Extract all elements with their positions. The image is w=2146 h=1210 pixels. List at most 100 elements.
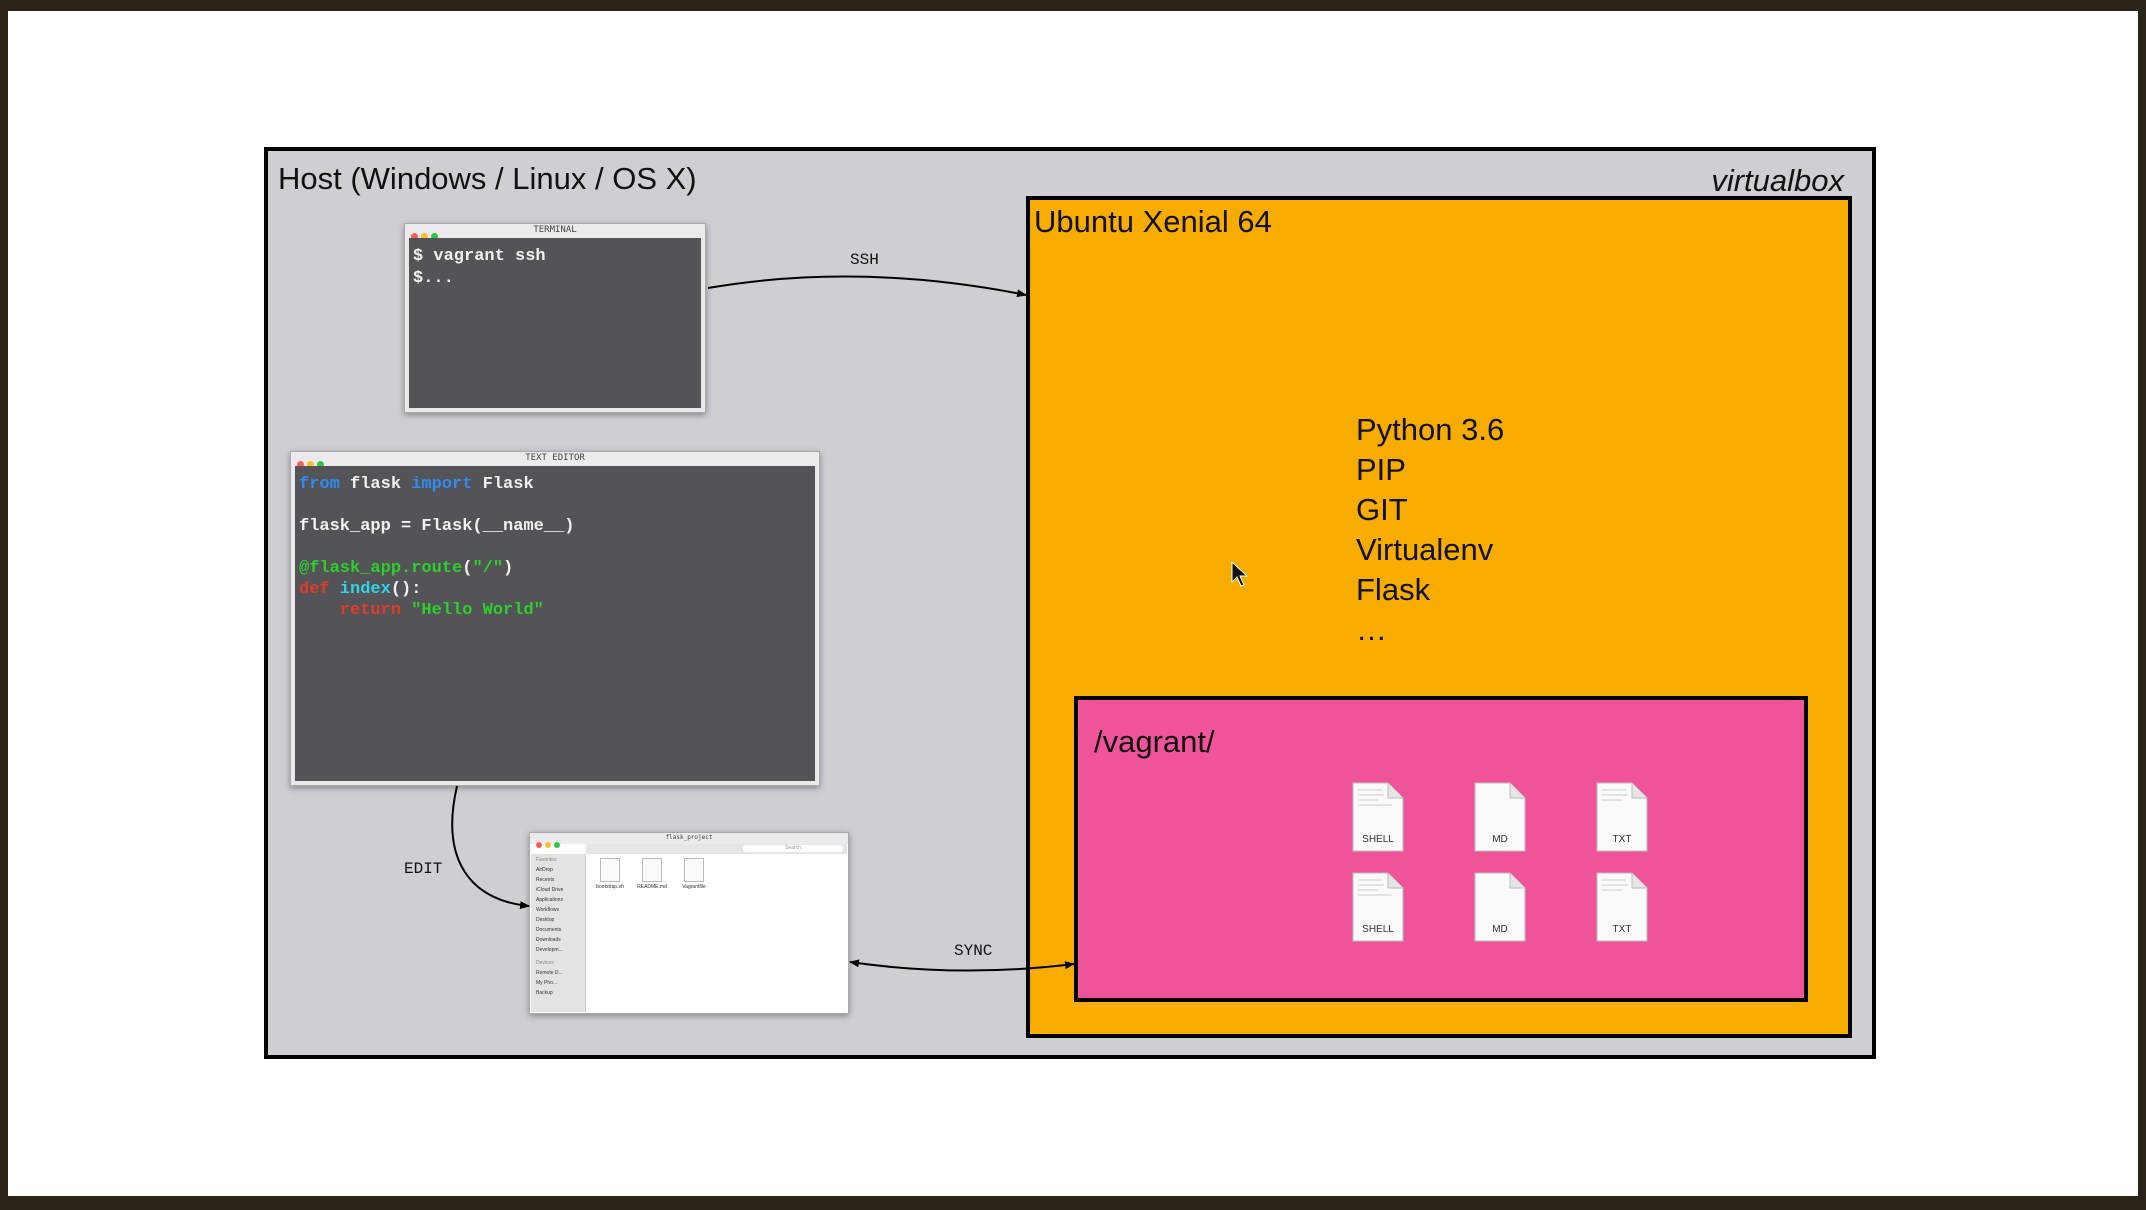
sync-arrow [849,959,1075,972]
vm-title: Ubuntu Xenial 64 [1034,204,1272,239]
minimize-dot-icon[interactable] [545,842,551,848]
finder-file[interactable]: README.md [634,858,670,890]
window-controls[interactable] [411,227,441,245]
file-icon [684,858,704,882]
software-item: GIT [1356,492,1408,527]
edit-label: EDIT [404,860,443,878]
code-line-1: from flask import Flask [299,474,574,495]
zoom-dot-icon[interactable] [431,233,438,240]
software-item: PIP [1356,452,1406,487]
file-icon [600,858,620,882]
sidebar-item[interactable]: Recents [536,877,555,883]
close-dot-icon[interactable] [297,461,304,468]
finder-title: flask_project [665,834,713,841]
code-token: ( [462,559,473,578]
md-file-icon: MD [1474,782,1526,852]
finder-window[interactable]: flask_project Search Favorites AirDrop R… [529,832,849,1014]
sidebar-item[interactable]: Backup [536,990,553,996]
file-name: bootstrap.sh [596,884,624,890]
finder-file[interactable]: bootstrap.sh [592,858,628,890]
finder-titlebar[interactable]: flask_project [530,833,848,848]
finder-file[interactable]: Vagrantfile [676,858,712,890]
ssh-arrow [707,275,1027,298]
shell-file-icon: SHELL [1352,782,1404,852]
editor-titlebar[interactable]: TEXT EDITOR [291,452,819,468]
zoom-dot-icon[interactable] [317,461,324,468]
window-controls[interactable] [536,835,563,853]
software-list: Python 3.6 PIP GIT Virtualenv Flask … [1356,410,1504,650]
finder-sidebar: Favorites AirDrop Recents iCloud Drive A… [531,854,586,1012]
sidebar-item[interactable]: Downloads [536,937,561,943]
ssh-label: SSH [850,251,879,269]
code-string: "Hello World" [401,601,544,620]
file-type-label: TXT [1612,924,1632,935]
file-type-label: SHELL [1362,924,1394,935]
code-keyword: from [299,475,340,494]
sidebar-item[interactable]: Desktop [536,917,555,923]
file-type-label: MD [1492,834,1508,845]
code-function: index [329,580,391,599]
sidebar-item[interactable]: Documents [536,927,562,933]
code-keyword: def [299,580,330,599]
sidebar-item[interactable]: Workflows [536,907,559,913]
document-icon [1474,782,1526,852]
document-icon [1352,872,1404,942]
code-line-4: def index(): [299,579,574,600]
software-item: Flask [1356,572,1431,607]
document-icon [1596,872,1648,942]
terminal-line: $ vagrant ssh [413,247,546,266]
host-title: Host (Windows / Linux / OS X) [278,161,697,196]
file-icon [642,858,662,882]
txt-file-icon: TXT [1596,872,1648,942]
software-item: Python 3.6 [1356,412,1505,447]
terminal-line: $... [413,269,454,288]
terminal-output: $ vagrant ssh $... [413,246,546,290]
close-dot-icon[interactable] [411,233,418,240]
document-icon [1596,782,1648,852]
code-string: "/" [472,559,504,578]
software-item: … [1356,612,1387,647]
sidebar-item[interactable]: Applications [536,897,563,903]
shared-folder-box: /vagrant/ SHELL MD TXT SHELL MD TXT [1074,696,1808,1002]
virtualbox-label: virtualbox [1711,163,1844,198]
ubuntu-vm-box: Ubuntu Xenial 64 Python 3.6 PIP GIT Virt… [1026,196,1852,1038]
editor-title: TEXT EDITOR [525,453,585,463]
code-token: flask [339,475,412,494]
txt-file-icon: TXT [1596,782,1648,852]
close-dot-icon[interactable] [536,842,542,848]
file-type-label: MD [1492,924,1508,935]
file-name: Vagrantfile [682,884,706,890]
window-controls[interactable] [297,455,327,473]
sidebar-item[interactable]: Remote D... [536,970,563,976]
code-line-5: return "Hello World" [299,600,574,621]
sync-label: SYNC [954,942,993,960]
minimize-dot-icon[interactable] [421,233,428,240]
terminal-titlebar[interactable]: TERMINAL [405,224,705,240]
finder-toolbar[interactable]: Search [586,844,847,854]
minimize-dot-icon[interactable] [307,461,314,468]
sidebar-section-devices: Devices [536,960,554,966]
file-type-label: SHELL [1362,834,1394,845]
sidebar-item[interactable]: Developm... [536,947,563,953]
cursor-icon [1231,560,1249,587]
terminal-body[interactable]: $ vagrant ssh $... [409,238,701,408]
sidebar-section-favorites: Favorites [536,857,557,863]
document-icon [1352,782,1404,852]
sidebar-item[interactable]: AirDrop [536,867,553,873]
code-token: ) [503,559,514,578]
finder-file-area[interactable]: bootstrap.sh README.md Vagrantfile [586,854,847,1012]
code-keyword: import [411,475,473,494]
code-line-3: @flask_app.route("/") [299,558,574,579]
finder-search-input[interactable]: Search [743,845,843,852]
sidebar-item[interactable]: My Pho... [536,980,558,986]
code-token: Flask [472,475,534,494]
edit-arrow [451,785,530,910]
terminal-window[interactable]: TERMINAL $ vagrant ssh $... [404,223,706,413]
sidebar-item[interactable]: iCloud Drive [536,887,564,893]
software-item: Virtualenv [1356,532,1494,567]
zoom-dot-icon[interactable] [554,842,560,848]
